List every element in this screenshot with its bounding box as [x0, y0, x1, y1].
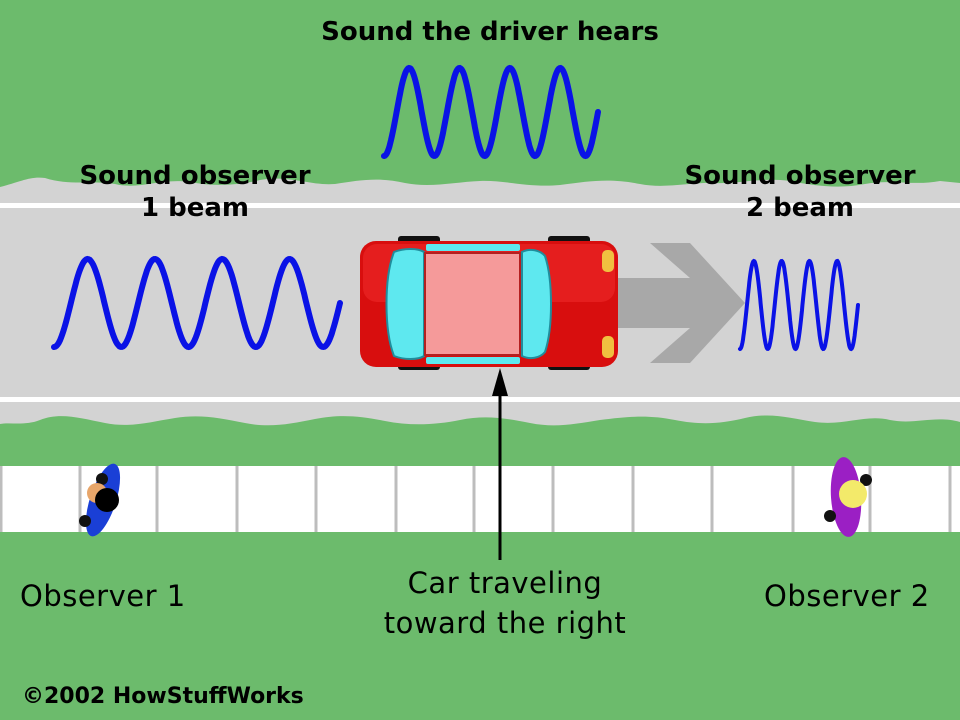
observer2-beam-label: Sound observer 2 beam: [640, 160, 960, 224]
observer1-sound-wave: [51, 255, 343, 351]
observer2-beam-line2: 2 beam: [745, 193, 855, 223]
observer2-label: Observer 2: [764, 579, 930, 613]
road-edge-line-bottom: [0, 397, 960, 402]
motion-arrow-icon: [610, 243, 745, 363]
driver-sound-title: Sound the driver hears: [321, 17, 659, 47]
observer1-beam-line1: Sound observer: [79, 161, 311, 191]
car-label: Car traveling toward the right: [330, 563, 680, 643]
observer1-beam-label: Sound observer 1 beam: [40, 160, 350, 224]
car-label-line2: toward the right: [383, 606, 627, 640]
observer1-label: Observer 1: [20, 579, 186, 613]
pointer-arrow-icon: [492, 368, 508, 560]
observer1-person-icon: [79, 463, 121, 537]
observer2-beam-line1: Sound observer: [684, 161, 916, 191]
copyright: ©2002 HowStuffWorks: [22, 684, 304, 709]
road-edge-line-top: [0, 203, 960, 208]
observer2-person-icon: [824, 457, 872, 537]
observer1-beam-line2: 1 beam: [140, 193, 250, 223]
car-icon: [360, 236, 618, 370]
sidewalk: [0, 466, 960, 532]
car-label-line1: Car traveling: [407, 566, 603, 600]
observer2-sound-wave: [738, 258, 860, 352]
driver-sound-wave: [381, 64, 601, 160]
